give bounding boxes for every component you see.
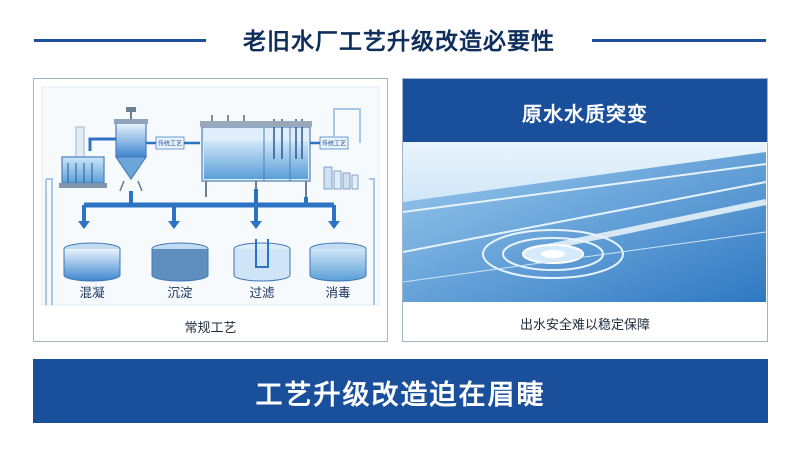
stage-label-sedimentation: 沉淀 — [167, 285, 193, 300]
pipe-return — [333, 108, 361, 143]
stage-label-disinfection: 消毒 — [325, 285, 350, 300]
water-basin-illustration — [403, 142, 767, 302]
conical-tank-lid — [114, 119, 148, 124]
tag-1-label: 传统工艺 — [158, 140, 182, 148]
conventional-process-panel: 传统工艺 传统工艺 — [33, 78, 388, 342]
conical-tank-motor-head — [126, 107, 136, 112]
frame-right — [369, 178, 375, 305]
stage-label-coagulation: 混凝 — [79, 285, 105, 300]
stage-tank-disinfection — [309, 242, 367, 282]
stage-label-filtration: 过滤 — [249, 285, 275, 300]
raw-water-panel: 原水水质突变 出水安全难以稳定 — [402, 78, 768, 342]
conical-tank-cone — [114, 156, 148, 181]
intake-base — [59, 183, 107, 188]
filter-basin-dividers — [263, 127, 291, 181]
pipe-intake — [88, 137, 116, 151]
bottom-banner: 工艺升级改造迫在眉睫 — [33, 359, 768, 423]
right-panel-header: 原水水质突变 — [403, 79, 767, 142]
drop-pipes — [82, 205, 336, 227]
page-title: 老旧水厂工艺升级改造必要性 — [243, 29, 555, 55]
frame-left — [45, 178, 53, 305]
conical-tank-body — [115, 122, 147, 158]
filter-basin-valves — [211, 115, 245, 121]
bottom-banner-text: 工艺升级改造迫在眉睫 — [255, 380, 546, 411]
riser-pipes — [129, 189, 308, 205]
right-panel-header-text: 原水水质突变 — [522, 102, 648, 126]
process-diagram: 传统工艺 传统工艺 — [41, 86, 380, 306]
water-basin-photo — [403, 142, 767, 302]
title-row: 老旧水厂工艺升级改造必要性 — [0, 18, 800, 60]
stage-tank-coagulation — [63, 242, 121, 282]
title-rule-left — [34, 39, 206, 42]
stage-tank-sedimentation — [151, 242, 209, 282]
left-panel-caption: 常规工艺 — [184, 321, 237, 336]
filter-basin-rail — [200, 121, 312, 127]
stage-tank-filtration — [233, 239, 291, 282]
right-panel-caption: 出水安全难以稳定保障 — [519, 318, 650, 333]
tag-2-label: 传统工艺 — [322, 140, 346, 148]
title-rule-right — [592, 39, 766, 42]
filter-basin-pipes — [273, 119, 303, 159]
filter-basin-water — [204, 141, 308, 179]
intake-rods — [67, 163, 93, 183]
intake-stand — [75, 126, 85, 158]
sample-bottles — [323, 166, 359, 190]
conical-tank-legs — [119, 180, 143, 192]
intake-tank — [61, 156, 105, 184]
